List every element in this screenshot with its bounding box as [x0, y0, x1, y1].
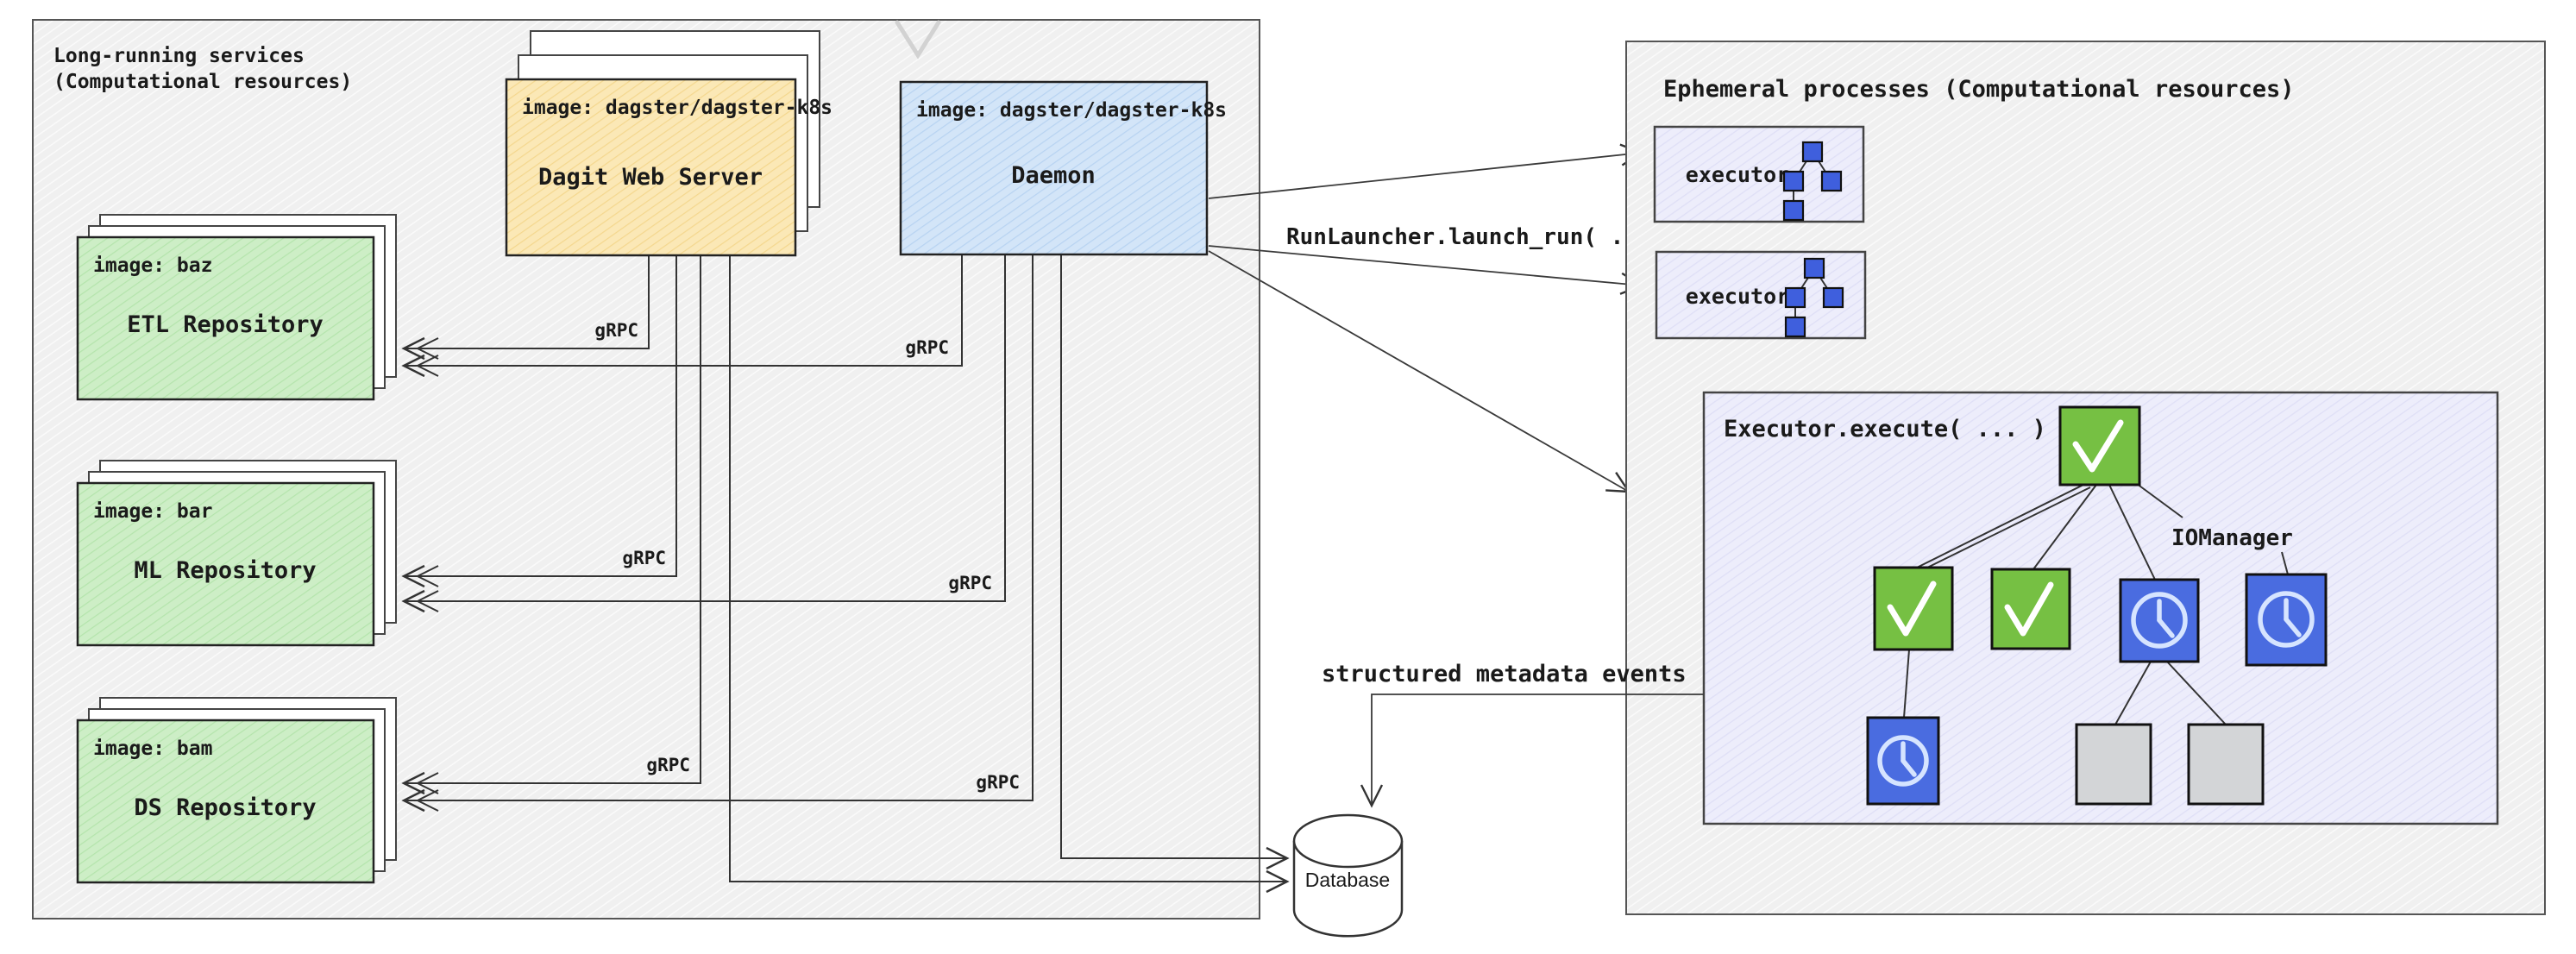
- iomanager-label: IOManager: [2171, 525, 2293, 551]
- metadata-label: structured metadata events: [1322, 661, 1687, 687]
- op-node-skipped-f: [2075, 723, 2152, 806]
- check-icon: [2004, 581, 2054, 637]
- database-label: Database: [1305, 869, 1390, 891]
- wire-daemon-ml-arrowhead2: [415, 590, 439, 612]
- database-body: [1292, 841, 1404, 938]
- repo-ds-box: [76, 719, 375, 884]
- metadata-arrow: [1360, 694, 1704, 808]
- daemon-box: [899, 80, 1209, 256]
- executor-1-dag-icon: [1782, 141, 1843, 222]
- executor-1-label: executor: [1686, 162, 1789, 187]
- dagit-name: Dagit Web Server: [538, 164, 763, 191]
- executor-box-2: executor: [1655, 250, 1867, 340]
- dagit-image-label: image: dagster/dagster-k8s: [522, 97, 832, 119]
- grpc-label-daemon-ds: gRPC: [976, 772, 1020, 793]
- wire-dagit-ml: [401, 255, 677, 588]
- run-launcher-label: RunLauncher.launch_run( ... ): [1286, 224, 1678, 250]
- clock-icon: [1877, 735, 1929, 787]
- repo-ds: image: bam DS Repository: [76, 697, 397, 884]
- grpc-label-dagit-ds: gRPC: [646, 755, 690, 775]
- database-top: [1292, 813, 1404, 869]
- run-launcher-arrow-2: [1208, 245, 1644, 295]
- wire-dagit-ds: [401, 255, 701, 795]
- repo-ds-image-label: image: bam: [93, 737, 212, 760]
- daemon-image-label: image: dagster/dagster-k8s: [916, 99, 1227, 122]
- op-node-skipped-g: [2187, 723, 2265, 806]
- database-cylinder: Database: [1292, 813, 1404, 938]
- check-icon: [1887, 581, 1937, 637]
- database-wires: [729, 254, 1290, 894]
- repo-etl-box: [76, 235, 375, 401]
- repo-ds-name: DS Repository: [134, 794, 316, 821]
- executor-2-label: executor: [1686, 284, 1789, 309]
- clock-icon: [2131, 592, 2188, 649]
- dagit-box: [505, 78, 797, 257]
- executor-execute-title: Executor.execute( ... ): [1724, 416, 2046, 442]
- op-node-root-success: [2058, 405, 2141, 486]
- chevron-artifact-icon: [895, 20, 941, 60]
- run-launcher-arrow-3: [1208, 250, 1631, 493]
- grpc-label-daemon-ml: gRPC: [948, 573, 992, 593]
- repo-ml: image: bar ML Repository: [76, 460, 397, 647]
- run-launcher-arrows: RunLauncher.launch_run( ... ): [1208, 143, 1678, 493]
- repo-etl-name: ETL Repository: [127, 311, 324, 338]
- grpc-label-dagit-etl: gRPC: [594, 320, 638, 341]
- executor-execute-box: Executor.execute( ... ) IOManager: [1702, 391, 2499, 825]
- grpc-wires: gRPC gRPC gRPC gRPC gRPC gRPC: [401, 254, 1034, 813]
- grpc-label-dagit-ml: gRPC: [622, 548, 666, 568]
- ephemeral-title: Ephemeral processes (Computational resou…: [1663, 76, 2295, 103]
- wire-daemon-etl-arrowhead2: [415, 355, 439, 377]
- wire-dagit-etl: [401, 255, 650, 361]
- op-node-pending-e: [1866, 716, 1940, 806]
- wire-daemon-etl: [401, 254, 963, 378]
- metadata-events: structured metadata events: [1322, 661, 1704, 808]
- wire-daemon-ml: [401, 254, 1006, 613]
- grpc-label-daemon-etl: gRPC: [905, 337, 949, 358]
- run-launcher-arrow-1: [1208, 143, 1644, 199]
- executor-box-1: executor: [1653, 125, 1865, 223]
- long-running-title-line1: Long-running services: [53, 45, 305, 67]
- op-tree-edges: [1903, 480, 2289, 725]
- op-node-pending-d: [2245, 573, 2328, 667]
- long-running-title-line2: (Computational resources): [53, 71, 352, 93]
- clock-icon: [2258, 591, 2315, 648]
- check-icon: [2072, 419, 2124, 473]
- op-node-success-a: [1873, 566, 1954, 651]
- wire-daemon-database: [1060, 254, 1290, 870]
- daemon: image: dagster/dagster-k8s Daemon: [899, 80, 1227, 256]
- daemon-name: Daemon: [1011, 162, 1096, 189]
- wire-dagit-ml-arrowhead2: [415, 565, 439, 587]
- wire-dagit-etl-arrowhead2: [415, 337, 439, 360]
- op-node-success-b: [1990, 568, 2071, 650]
- wire-daemon-ds-arrowhead2: [415, 789, 439, 812]
- repo-etl-image-label: image: baz: [93, 254, 212, 277]
- executor-2-dag-icon: [1784, 257, 1844, 338]
- op-node-pending-c: [2119, 578, 2200, 663]
- wire-dagit-database: [729, 255, 1290, 894]
- repo-ml-image-label: image: bar: [93, 500, 212, 523]
- repo-ml-box: [76, 481, 375, 647]
- dagit-web-server: image: dagster/dagster-k8s Dagit Web Ser…: [505, 30, 832, 257]
- wire-daemon-ds: [401, 254, 1034, 813]
- wire-dagit-ds-arrowhead2: [415, 772, 439, 794]
- repo-etl: image: baz ETL Repository: [76, 214, 397, 401]
- repo-ml-name: ML Repository: [134, 557, 316, 584]
